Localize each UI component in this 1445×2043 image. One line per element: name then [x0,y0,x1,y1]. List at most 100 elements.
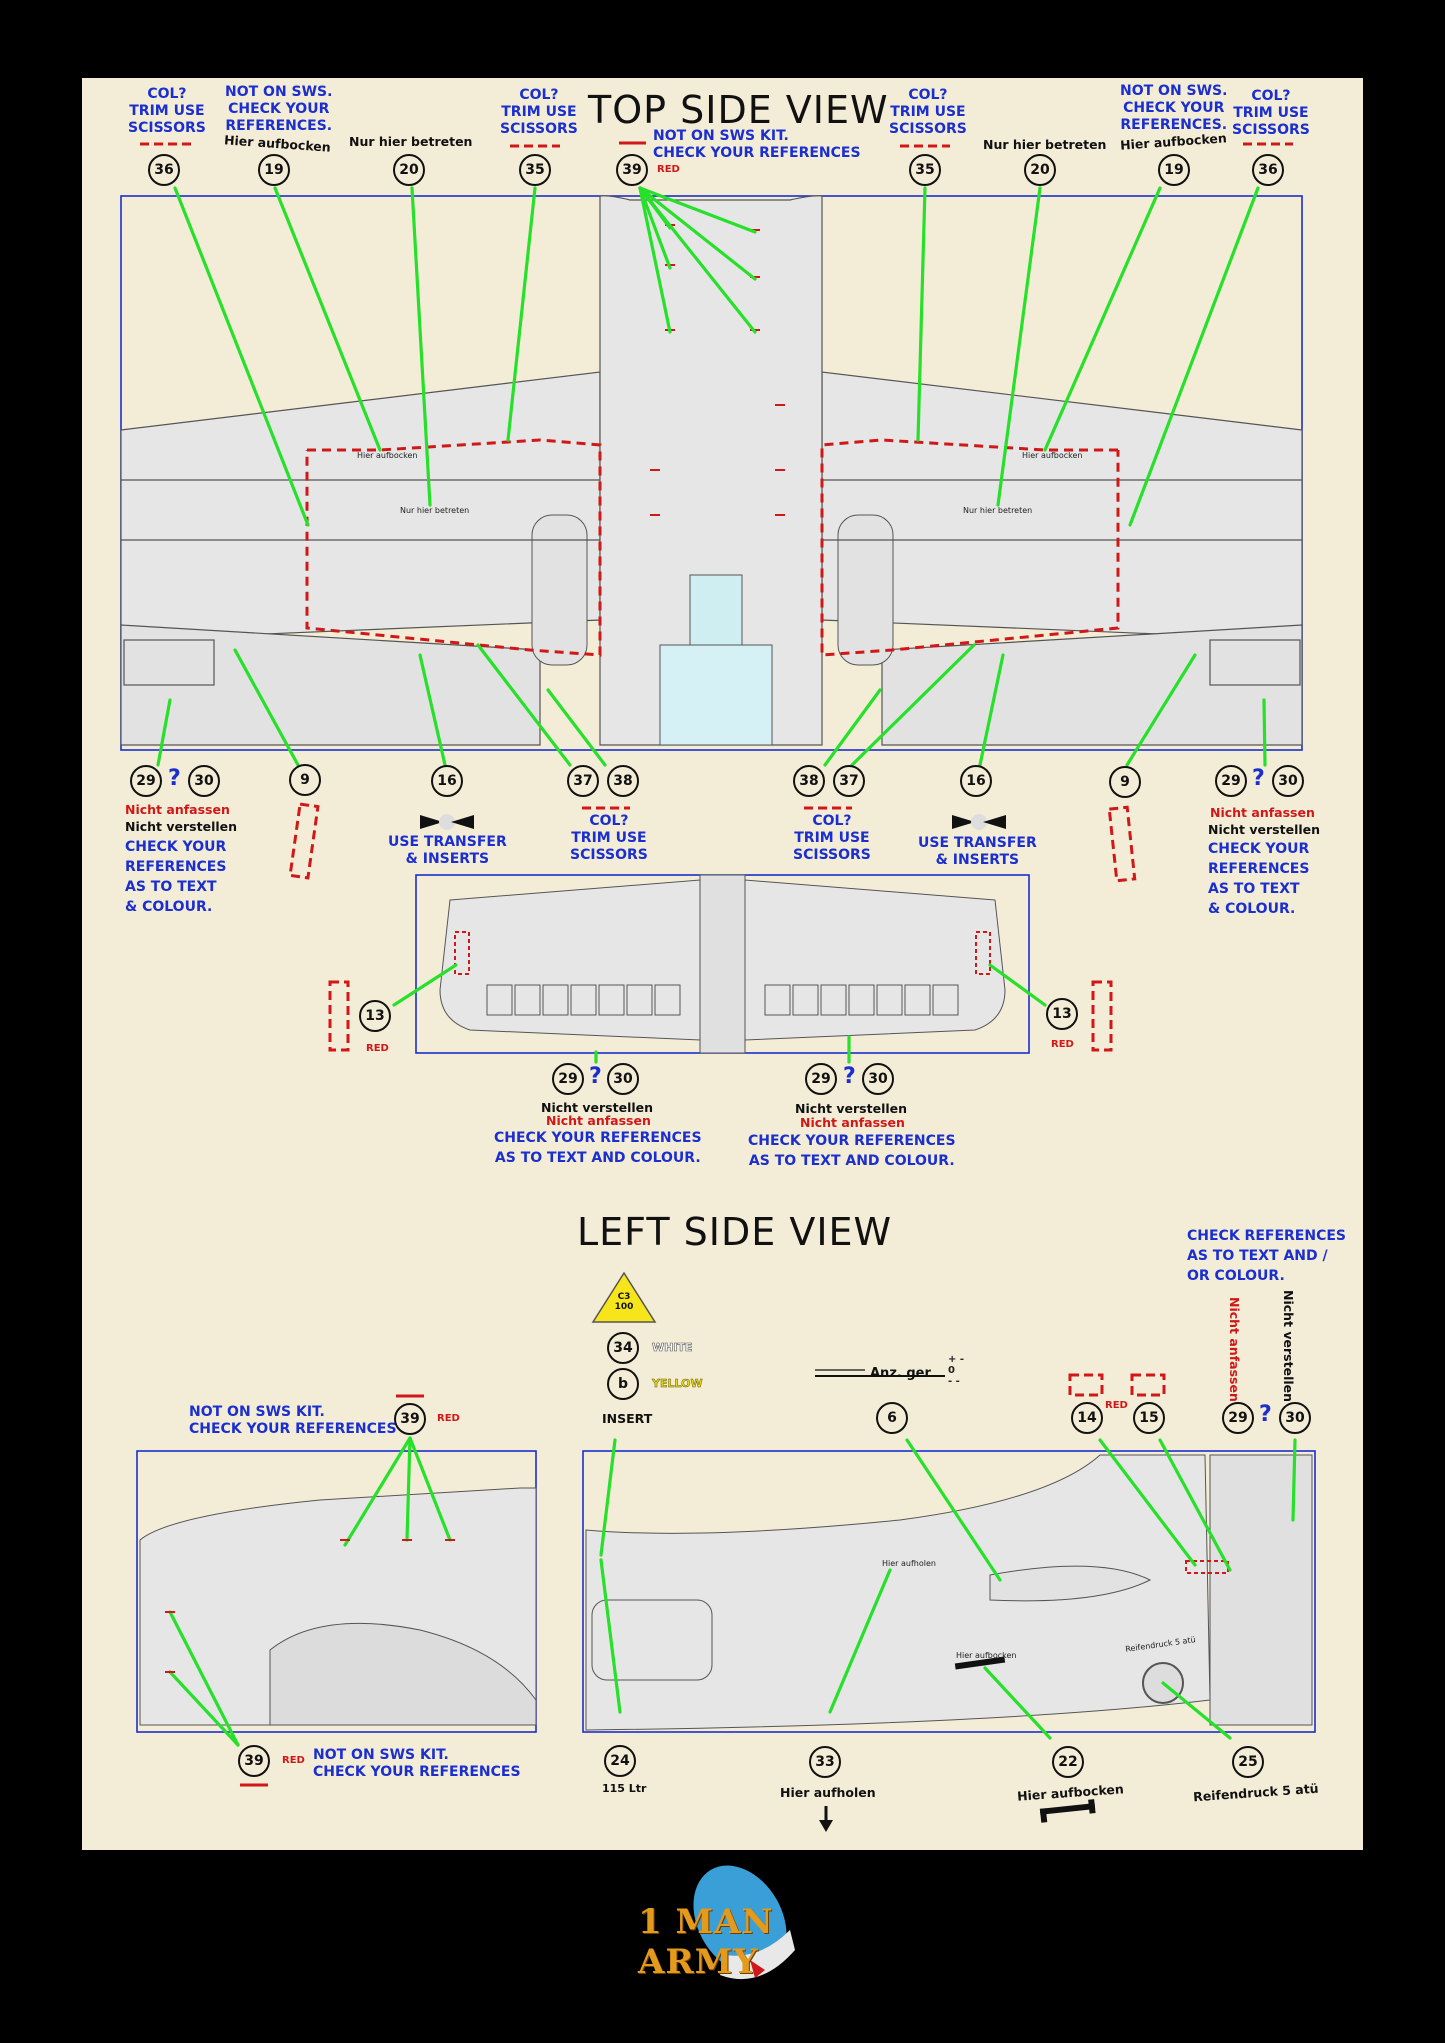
c3-triangle-marker [591,1271,657,1323]
fuselage-side [585,1454,1211,1731]
balance-mark-right [952,814,1006,830]
fuselage-text-hier-aufbocken: Hier aufbocken [956,1651,1017,1660]
callout-16-right: 16 [960,765,992,797]
label-insert: INSERT [602,1411,653,1426]
decal-9-right-outline [1107,805,1137,883]
label-nicht-verstellen-right: Nicht verstellen [1208,822,1321,837]
label-nicht-anfassen-lower-right: Nicht anfassen [800,1115,905,1130]
wing-text-hier-aufbocken-left: Hier aufbocken [357,451,418,460]
callout-39-top: 39 [616,154,648,186]
jack-point-symbol [1039,1799,1096,1823]
wing-text-nur-hier-betreten-right: Nur hier betreten [963,506,1033,515]
wing-text-hier-aufbocken-right: Hier aufbocken [1022,451,1083,460]
callout-30-left: 30 [188,765,220,797]
marker-b: b [607,1368,639,1400]
note-check-refs-slash: CHECK REFERENCES AS TO TEXT AND / OR COL… [1187,1228,1347,1284]
callout-36-left: 36 [148,154,180,186]
label-nur-hier-betreten-right: Nur hier betreten [983,137,1107,152]
note-col-trim-37-right: COL? TRIM USE SCISSORS [793,813,871,863]
callout-29-right: 29 [1215,765,1247,797]
label-nicht-verstellen-vertical: Nicht verstellen [1281,1290,1296,1403]
label-nicht-anfassen-lower-left: Nicht anfassen [546,1113,651,1128]
callout-29-side: 29 [1222,1402,1254,1434]
lower-callout-lines [392,963,1047,1064]
logo-line1: 1 MAN [638,1902,774,1942]
left-view-title: LEFT SIDE VIEW [577,1210,893,1254]
label-red-13-right: RED [1051,1039,1074,1050]
callout-36-right: 36 [1252,154,1284,186]
wing-text-nur-hier-betreten-left: Nur hier betreten [400,506,470,515]
note-not-on-sws-kit-39: NOT ON SWS KIT. CHECK YOUR REFERENCES [653,128,861,161]
label-hier-aufholen: Hier aufholen [780,1785,876,1800]
note-use-transfer-right: USE TRANSFER & INSERTS [918,835,1037,868]
decal-9-left-outline [288,802,320,880]
lower-right-elevator [744,879,1006,1041]
note-check-refs-lower-right: CHECK YOUR REFERENCES AS TO TEXT AND COL… [748,1133,956,1169]
note-check-refs-left: CHECK YOUR REFERENCES AS TO TEXT & COLOU… [125,839,227,915]
lower-left-elevator [439,879,701,1041]
callout-22: 22 [1052,1746,1084,1778]
label-nur-hier-betreten-left: Nur hier betreten [349,134,473,149]
fuselage-callout-lines [599,1438,1297,1740]
gauge-scale: + -0- - [948,1354,965,1387]
note-use-transfer-left: USE TRANSFER & INSERTS [388,834,507,867]
callout-20-right: 20 [1024,154,1056,186]
question-mark-lower-left: ? [589,1064,602,1089]
fuselage-top [599,195,823,746]
top-view-title: TOP SIDE VIEW [588,88,889,132]
callout-39-nose-bottom: 39 [238,1745,270,1777]
label-red-39-top: RED [657,164,680,175]
note-col-trim-35-left: COL? TRIM USE SCISSORS [500,87,578,137]
callout-39-nose-top: 39 [394,1403,426,1435]
callout-9-left: 9 [289,764,321,796]
callout-37-right: 37 [833,765,865,797]
side-view-fuselage-frame [582,1450,1316,1733]
callout-35-left: 35 [519,154,551,186]
decal-13-right-outline [1091,980,1113,1052]
callout-29-lower-left: 29 [552,1063,584,1095]
callout-16-left: 16 [431,765,463,797]
down-arrow [819,1806,833,1832]
note-check-refs-lower-left: CHECK YOUR REFERENCES AS TO TEXT AND COL… [494,1130,702,1166]
decal-13-left-outline [328,980,350,1052]
rudder-side [1209,1454,1313,1726]
label-white: WHITE [652,1341,693,1355]
callout-38-right: 38 [793,765,825,797]
lower-hinge-blocks [486,984,959,1016]
note-check-refs-right: CHECK YOUR REFERENCES AS TO TEXT & COLOU… [1208,841,1310,917]
left-radiator [531,514,588,666]
note-not-on-sws-19-left: NOT ON SWS. CHECK YOUR REFERENCES. [225,84,333,134]
callout-34: 34 [607,1332,639,1364]
note-col-trim-36-right: COL? TRIM USE SCISSORS [1232,88,1310,138]
label-nicht-anfassen-right: Nicht anfassen [1210,805,1315,820]
right-radiator [837,514,894,666]
top-callout-lines [156,186,1267,767]
callout-30-lower-right: 30 [862,1063,894,1095]
label-yellow: YELLOW [652,1377,703,1391]
callout-29-left: 29 [130,765,162,797]
label-red-14: RED [1105,1400,1128,1411]
left-wing [120,371,601,641]
label-anz-ger: Anz. ger [870,1366,931,1381]
label-red-39-nose-bottom: RED [282,1755,305,1766]
logo-line2: ARMY [638,1942,759,1982]
callout-9-right: 9 [1109,766,1141,798]
callout-38-left: 38 [607,765,639,797]
lower-rudder [699,874,746,1054]
windscreen-top [659,644,773,746]
note-col-trim-36-left: COL? TRIM USE SCISSORS [128,86,206,136]
fuselage-text-hier-aufholen: Hier aufholen [882,1559,936,1568]
callout-14: 14 [1071,1402,1103,1434]
left-walkway-outline [305,438,602,657]
callout-35-right: 35 [909,154,941,186]
callout-29-lower-right: 29 [805,1063,837,1095]
nose-callout-lines [168,1436,452,1747]
canopy-top [689,574,743,646]
label-nicht-anfassen-vertical: Nicht anfassen [1227,1297,1242,1402]
c3-marker-text: C3 100 [614,1292,634,1312]
question-mark-lower-right: ? [843,1064,856,1089]
note-col-trim-35-right: COL? TRIM USE SCISSORS [889,87,967,137]
one-man-army-logo: 1 MAN ARMY [630,1860,830,2010]
note-not-on-sws-19-right: NOT ON SWS. CHECK YOUR REFERENCES. [1120,83,1228,133]
